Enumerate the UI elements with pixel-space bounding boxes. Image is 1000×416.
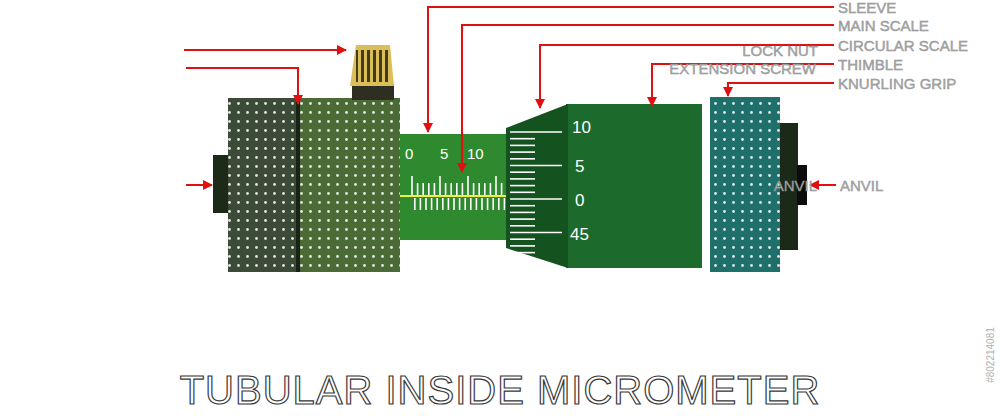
part-label: LOCK NUT (742, 43, 818, 58)
diagram-title: TUBULAR INSIDE MICROMETER (180, 370, 821, 410)
body-block (228, 98, 298, 272)
scale-number: 10 (572, 119, 591, 136)
part-label: CIRCULAR SCALE (838, 38, 968, 53)
part-label: MAIN SCALE (838, 18, 929, 33)
circular-scale (506, 104, 568, 268)
knurling-grip (710, 97, 780, 272)
leader-lines (184, 7, 836, 185)
scale-number: 5 (440, 146, 448, 161)
scale-number: 5 (575, 158, 584, 175)
scale-number: 45 (570, 226, 589, 243)
thimble (566, 104, 702, 268)
sleeve (400, 134, 512, 240)
part-label: THIMBLE (838, 57, 903, 72)
part-label: EXTENSION SCREW (669, 61, 816, 76)
extension-screw (300, 98, 400, 272)
watermark: #802214081 (986, 327, 996, 383)
scale-number: 0 (405, 146, 413, 161)
anvil-left (213, 155, 229, 213)
lock-nut (350, 45, 394, 86)
scale-number: 10 (467, 146, 484, 161)
part-label: ANVIL (840, 178, 883, 193)
scale-number: 0 (575, 192, 584, 209)
part-label: SLEEVE (838, 0, 896, 15)
part-label: ANVIL (774, 178, 817, 193)
part-label: KNURLING GRIP (838, 76, 956, 91)
lock-nut-base (352, 84, 394, 100)
